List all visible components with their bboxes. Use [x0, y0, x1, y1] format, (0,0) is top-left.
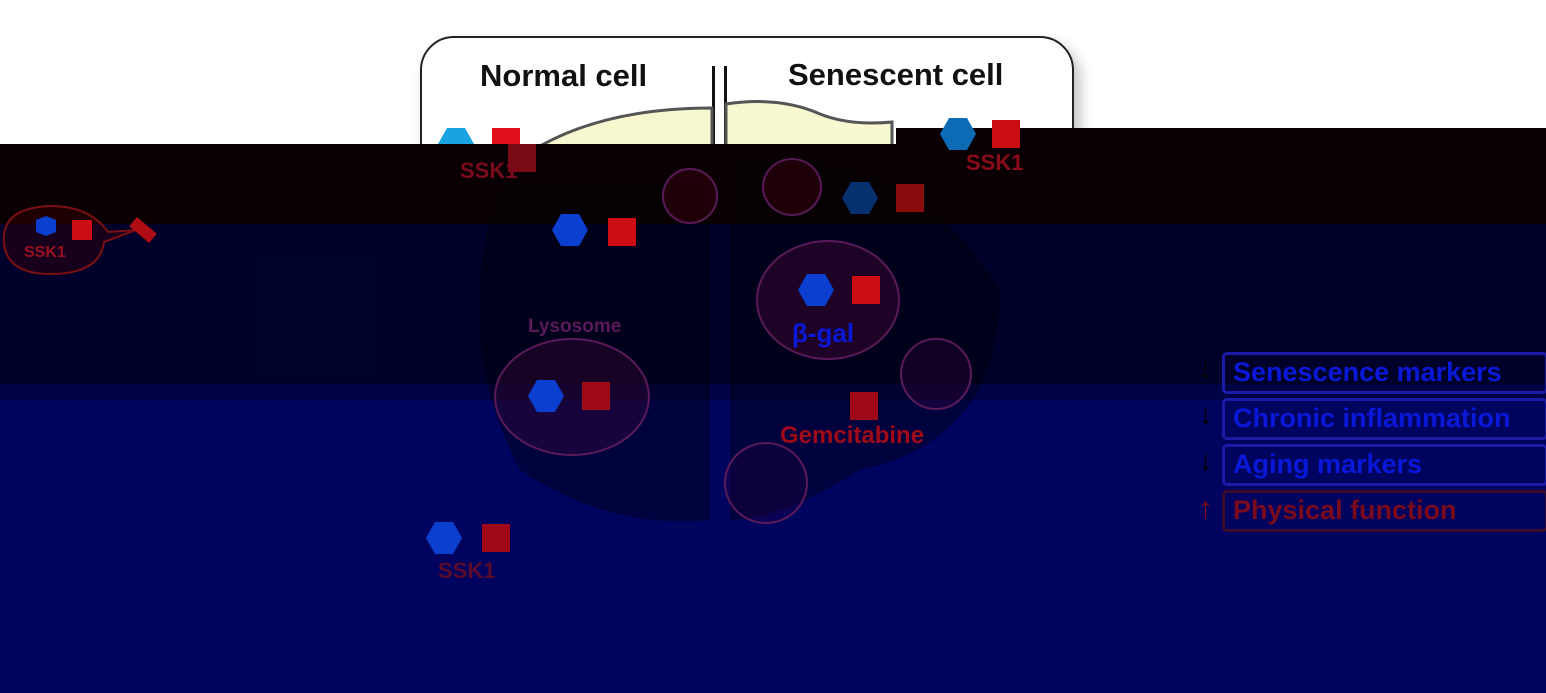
ssk1-label-bottom: SSK1	[438, 558, 496, 583]
ssk1-square-icon	[852, 276, 880, 304]
ssk1-square-icon	[992, 120, 1020, 148]
outcome-arrow-1: ↓	[1198, 352, 1213, 385]
outcome-physical-function: Physical function	[1222, 490, 1546, 532]
overlay-mid-band	[0, 384, 1546, 400]
lysosome-large-normal	[494, 338, 650, 456]
gemcitabine-square-icon	[850, 392, 878, 420]
gemcitabine-label: Gemcitabine	[780, 422, 925, 449]
mini-cell-icon	[2, 204, 157, 276]
normal-cell-title: Normal cell	[480, 58, 648, 93]
senescent-cell-title: Senescent cell	[788, 57, 1004, 92]
lysosome-small-4	[724, 442, 808, 524]
lysosome-small-3	[900, 338, 972, 410]
outcome-arrow-4: ↑	[1198, 492, 1213, 525]
ssk1-label-top-normal: SSK1	[460, 158, 518, 183]
outcome-arrow-2: ↓	[1198, 398, 1213, 431]
outcome-senescence-markers: Senescence markers	[1222, 352, 1546, 394]
lysosome-small-1	[662, 168, 718, 224]
beta-gal-label: β-gal	[792, 318, 855, 348]
outcome-aging-markers: Aging markers	[1222, 444, 1546, 486]
ssk1-label-mini-cell: SSK1	[24, 244, 66, 261]
ssk1-square-icon	[508, 144, 536, 172]
outcome-chronic-inflammation: Chronic inflammation	[1222, 398, 1546, 440]
ssk1-square-icon	[608, 218, 636, 246]
ssk1-square-icon	[482, 524, 510, 552]
lysosome-small-2	[762, 158, 822, 216]
ssk1-label-top-senescent: SSK1	[966, 150, 1024, 175]
ssk1-hexagon-icon	[528, 380, 564, 412]
ssk1-hexagon-icon	[798, 274, 834, 306]
lysosome-label: Lysosome	[528, 316, 622, 337]
ssk1-square-icon	[896, 184, 924, 212]
outcome-arrow-3: ↓	[1198, 444, 1213, 477]
ssk1-square-icon	[582, 382, 610, 410]
